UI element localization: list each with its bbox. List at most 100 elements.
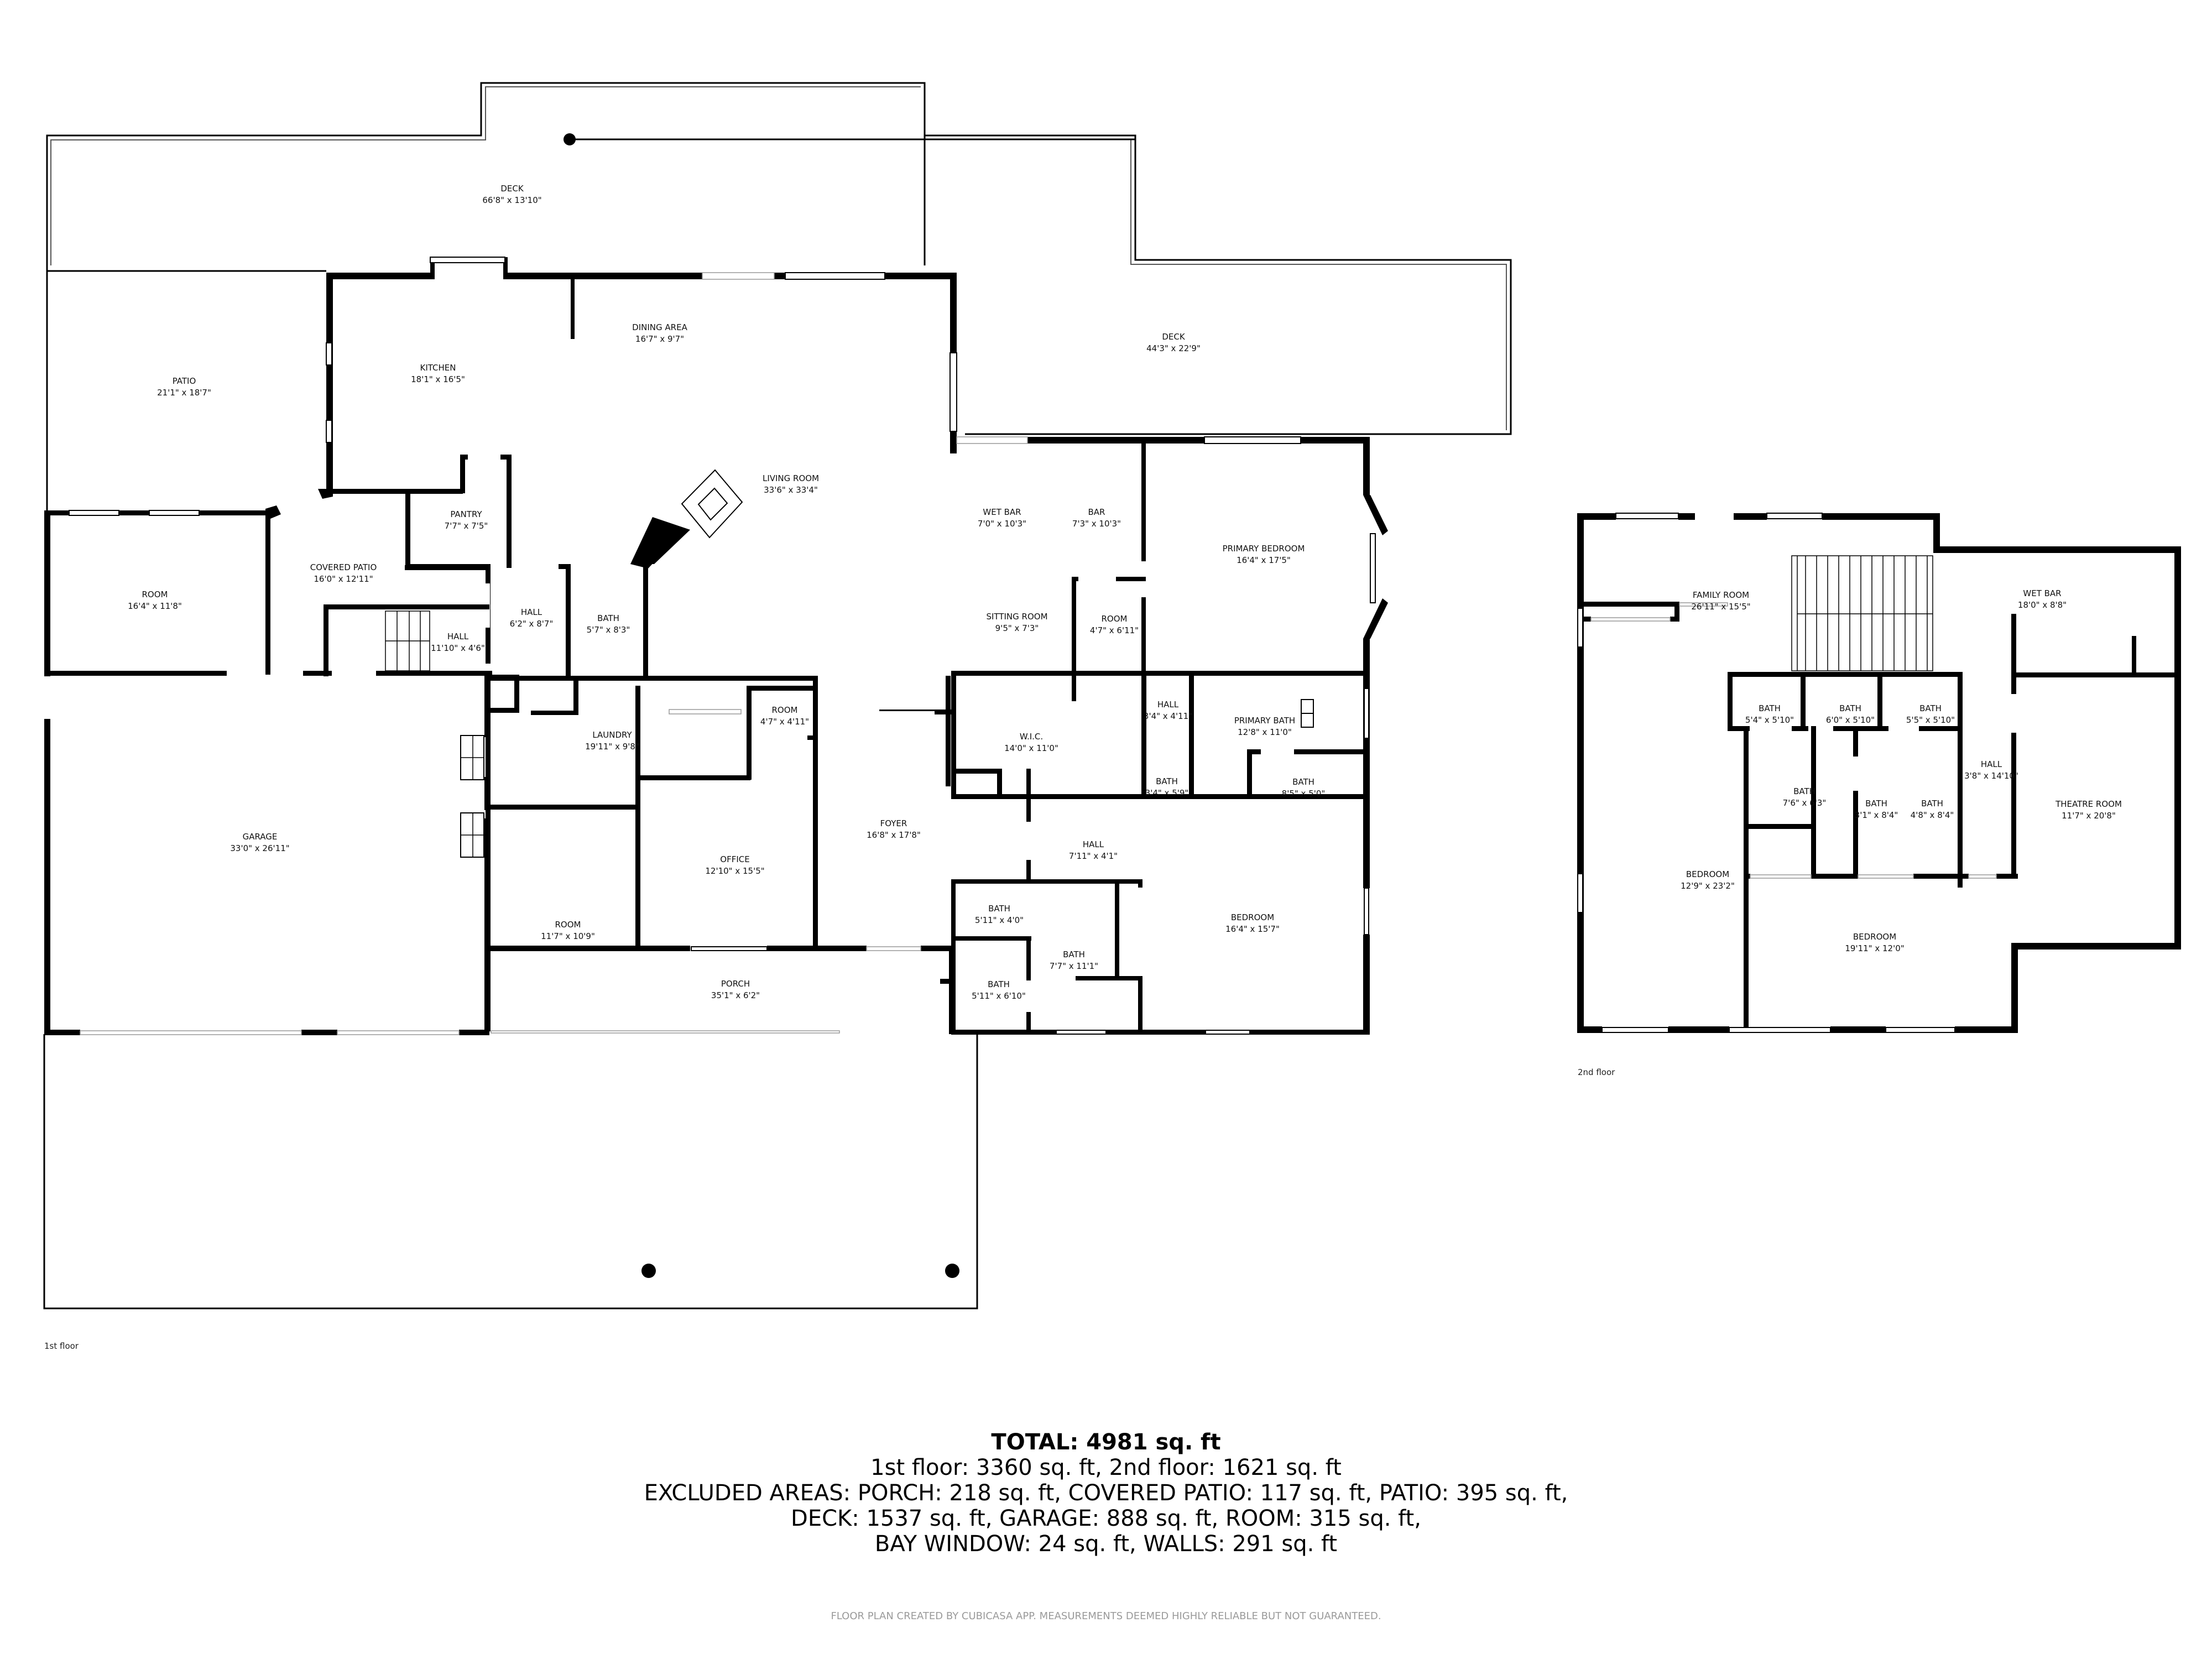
- room-name: W.I.C.: [1019, 732, 1044, 742]
- room-dimensions: 19'11" x 9'8": [585, 742, 639, 752]
- room-dimensions: 5'7" x 8'3": [586, 625, 630, 635]
- room-name: PORCH: [721, 979, 750, 989]
- room-dimensions: 5'4" x 5'10": [1745, 715, 1794, 725]
- disclaimer: FLOOR PLAN CREATED BY CUBICASA APP. MEAS…: [831, 1610, 1381, 1622]
- room-name: ROOM: [555, 920, 581, 930]
- room-name: PRIMARY BATH: [1234, 716, 1296, 726]
- room-label-w-i-c: W.I.C.14'0" x 11'0": [1004, 731, 1058, 754]
- room-label-room: ROOM 4'7" x 4'11": [760, 705, 809, 728]
- room-dimensions: 12'10" x 15'5": [705, 866, 765, 876]
- room-name: BATH: [1292, 777, 1314, 787]
- room-dimensions: 12'9" x 23'2": [1681, 881, 1735, 891]
- room-dimensions: 16'7" x 9'7": [635, 334, 685, 344]
- room-name: ROOM: [1101, 614, 1128, 624]
- room-name: BEDROOM: [1230, 912, 1275, 922]
- room-dimensions: 4'7" x 6'11": [1089, 625, 1139, 635]
- room-name: WET BAR: [2023, 588, 2062, 598]
- room-dimensions: 16'8" x 17'8": [867, 830, 921, 840]
- room-dimensions: 5'11" x 4'0": [974, 915, 1024, 925]
- room-dimensions: 11'10" x 4'6": [431, 643, 485, 653]
- room-dimensions: 26'11" x 15'5": [1691, 602, 1751, 612]
- room-dimensions: 12'8" x 11'0": [1238, 727, 1292, 737]
- excluded-areas-line-1: EXCLUDED AREAS: PORCH: 218 sq. ft, COVER…: [644, 1480, 1568, 1506]
- room-dimensions: 14'0" x 11'0": [1004, 743, 1058, 753]
- room-dimensions: 4'8" x 8'4": [1910, 810, 1954, 820]
- room-dimensions: 18'1" x 16'5": [411, 374, 465, 384]
- room-dimensions: 3'4" x 5'9": [1145, 788, 1189, 798]
- room-name: ROOM: [771, 705, 798, 715]
- room-name: HALL: [1980, 759, 2002, 769]
- room-label-family-room: FAMILY ROOM 26'11" x 15'5": [1691, 589, 1750, 613]
- room-name: DECK: [1162, 332, 1185, 342]
- room-dimensions: 16'0" x 12'11": [314, 574, 373, 584]
- excluded-areas-line-3: BAY WINDOW: 24 sq. ft, WALLS: 291 sq. ft: [874, 1531, 1338, 1557]
- room-dimensions: 16'4" x 17'5": [1237, 555, 1291, 565]
- room-name: FOYER: [880, 818, 907, 828]
- room-dimensions: 19'11" x 12'0": [1845, 943, 1905, 953]
- room-dimensions: 7'3" x 10'3": [1072, 519, 1121, 529]
- room-name: BATH: [1063, 950, 1085, 959]
- room-name: DINING AREA: [632, 322, 687, 332]
- floor-areas: 1st floor: 3360 sq. ft, 2nd floor: 1621 …: [870, 1455, 1342, 1480]
- room-dimensions: 7'6" x 6'3": [1782, 798, 1827, 808]
- room-name: BATH: [1865, 799, 1887, 808]
- room-dimensions: 35'1" x 6'2": [711, 990, 760, 1000]
- room-dimensions: 7'11" x 4'1": [1068, 851, 1118, 861]
- room-name: LAUNDRY: [592, 730, 632, 740]
- room-name: DECK: [500, 184, 524, 194]
- room-name: BEDROOM: [1853, 932, 1897, 942]
- room-name: PRIMARY BEDROOM: [1222, 544, 1305, 554]
- room-name: GARAGE: [242, 832, 278, 842]
- room-name: BATH: [1839, 703, 1861, 713]
- first-floor-openings: [69, 257, 1376, 1035]
- room-dimensions: 5'5" x 5'10": [1906, 715, 1955, 725]
- room-name: ROOM: [142, 589, 168, 599]
- room-label-dining-area: DINING AREA 16'7" x 9'7": [632, 322, 687, 345]
- room-name: PATIO: [172, 376, 196, 386]
- second-floor-walls: [1577, 513, 2181, 1033]
- room-dimensions: 7'7" x 11'1": [1049, 961, 1099, 971]
- room-name: PANTRY: [450, 509, 482, 519]
- room-dimensions: 3'1" x 8'4": [1854, 810, 1898, 820]
- room-name: BATH: [988, 979, 1010, 989]
- room-dimensions: 4'7" x 4'11": [760, 717, 810, 727]
- total-area: TOTAL: 4981 sq. ft: [991, 1430, 1221, 1455]
- room-label-bath: BATH 7'7" x 11'1": [1050, 949, 1098, 972]
- room-label-bath: BATH 7'6" x 6'3": [1783, 786, 1827, 809]
- room-name: FAMILY ROOM: [1692, 590, 1750, 600]
- room-dimensions: 21'1" x 18'7": [157, 388, 211, 398]
- room-name: BATH: [1793, 786, 1815, 796]
- room-dimensions: 11'7" x 10'9": [541, 931, 595, 941]
- first-floor-outdoor-outlines: [43, 82, 1512, 1310]
- room-dimensions: 18'0" x 8'8": [2017, 600, 2067, 610]
- room-dimensions: 6'2" x 8'7": [509, 619, 554, 629]
- room-name: THEATRE ROOM: [2056, 799, 2122, 809]
- room-name: SITTING ROOM: [986, 612, 1048, 622]
- room-label-wet-bar: WET BAR 18'0" x 8'8": [2018, 588, 2067, 611]
- room-dimensions: 7'7" x 7'5": [444, 521, 488, 531]
- second-floor-openings: [1577, 513, 1997, 1033]
